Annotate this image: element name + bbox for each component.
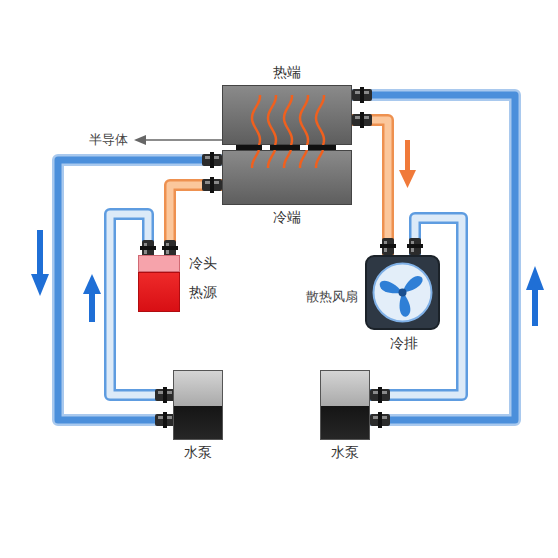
pipe-fitting <box>202 177 222 193</box>
part-label: 冷头 <box>189 255 217 272</box>
callout-label: 散热风扇 <box>306 289 358 305</box>
flow-arrow <box>31 230 49 296</box>
water-pipe <box>352 120 388 255</box>
pipe-wall <box>352 120 388 255</box>
heat-wave <box>284 150 291 168</box>
radiator: 冷排 <box>365 255 440 330</box>
cold-head: 冷头 <box>138 255 180 272</box>
heat-wave <box>252 95 260 145</box>
pipe-fitting <box>370 387 390 403</box>
pipe-fitting <box>202 152 222 168</box>
flow-arrow <box>399 140 416 188</box>
heat-waves <box>222 150 352 205</box>
hot-end-block: 热端 <box>222 85 352 145</box>
heat-wave <box>300 95 308 145</box>
pipe-fitting <box>155 387 175 403</box>
flow-arrow <box>526 266 544 326</box>
heat-wave <box>316 95 324 145</box>
heat-wave <box>252 150 259 168</box>
pipe-core <box>352 120 388 255</box>
water-pump: 水泵 <box>320 370 370 440</box>
fan-ring <box>374 264 432 322</box>
pipe-core <box>170 185 222 255</box>
pipe-wall <box>352 95 515 420</box>
pipe-fitting <box>155 412 175 428</box>
heat-wave <box>268 150 275 168</box>
water-pipe <box>370 218 462 395</box>
pipe-core <box>370 218 462 395</box>
pipe-fitting <box>370 412 390 428</box>
pipe-wall <box>170 185 222 255</box>
leader-arrow <box>134 135 232 145</box>
part-label: 水泵 <box>184 444 212 461</box>
pipe-fitting <box>380 238 396 255</box>
heat-waves <box>222 85 352 145</box>
part-label: 冷端 <box>273 209 301 226</box>
water-pipe <box>170 185 222 255</box>
heat-wave <box>316 150 323 168</box>
pipe-fitting <box>352 112 372 128</box>
fan-icon <box>367 257 438 328</box>
part-label: 热端 <box>273 64 301 81</box>
heat-source: 热源 <box>138 272 180 312</box>
pipe-core <box>352 95 515 420</box>
pipe-fitting <box>352 87 372 103</box>
fan-hub <box>399 289 407 297</box>
pipe-wall <box>370 218 462 395</box>
heat-wave <box>300 150 307 168</box>
heat-wave <box>268 95 276 145</box>
water-pipe <box>352 95 515 420</box>
cold-end-block: 冷端 <box>222 150 352 205</box>
fan-blade <box>378 278 404 299</box>
part-label: 热源 <box>189 284 217 301</box>
pipe-fitting <box>407 238 423 255</box>
part-label: 冷排 <box>390 335 418 352</box>
callout-label: 半导体 <box>89 132 128 148</box>
heat-wave <box>284 95 292 145</box>
water-pump: 水泵 <box>173 370 223 440</box>
flow-arrow <box>83 274 101 322</box>
part-label: 水泵 <box>331 444 359 461</box>
